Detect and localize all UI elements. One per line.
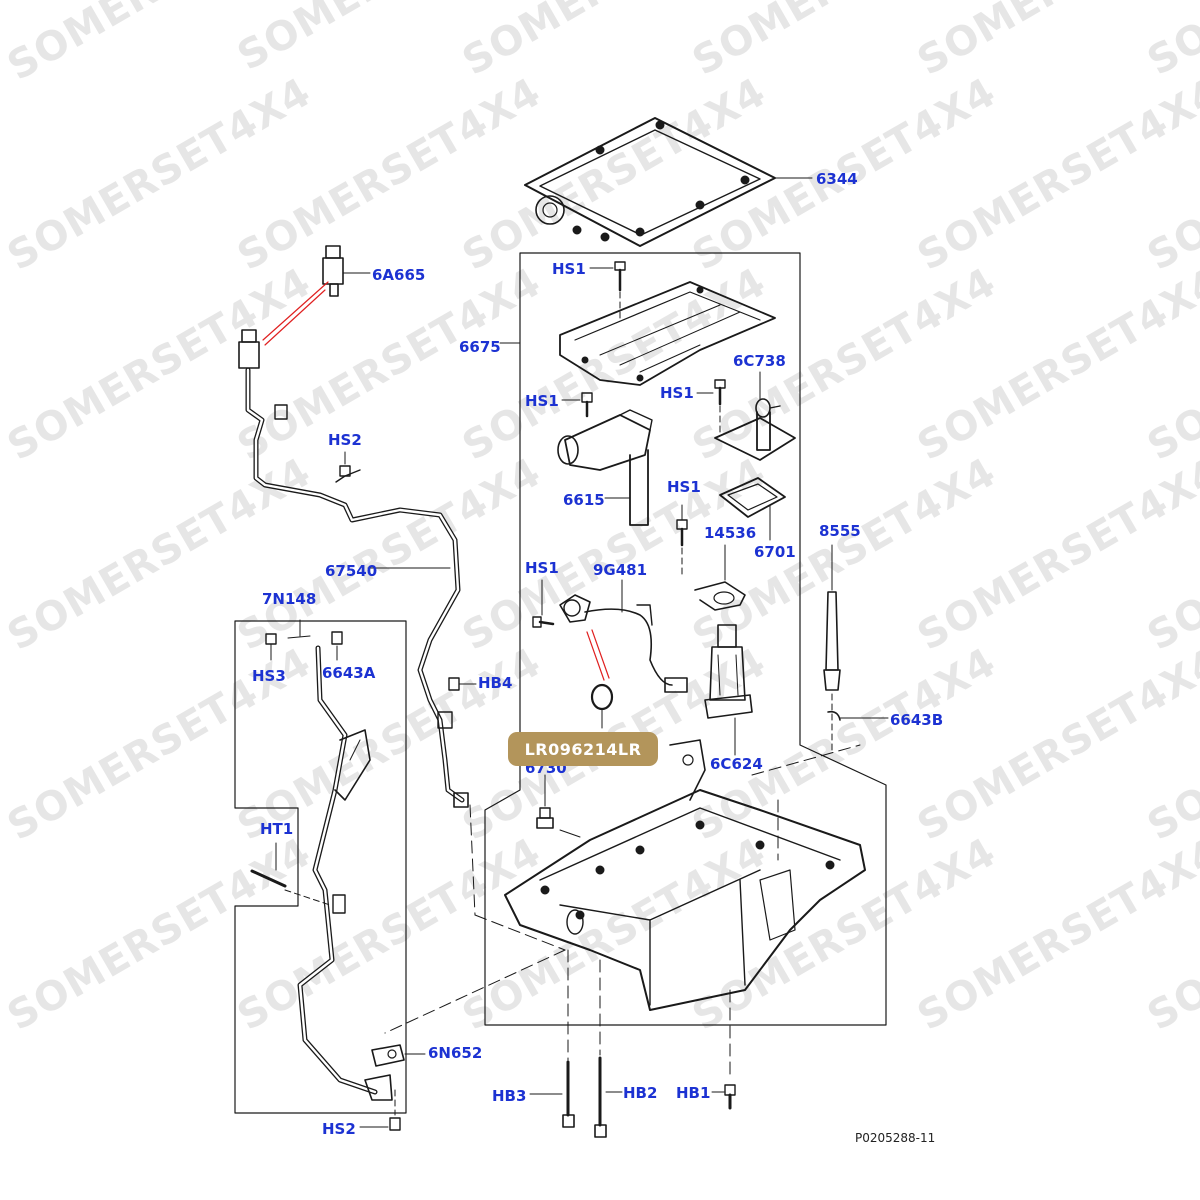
- callout-67540: 67540: [325, 562, 378, 580]
- seal-6643a: [331, 631, 343, 661]
- bolt-hb2: [594, 1056, 623, 1138]
- bolt-hs3: [265, 633, 277, 661]
- oil-feed-pipe-group-outline: [234, 620, 407, 1114]
- callout-hs2: HS2: [328, 431, 362, 449]
- part-number-badge[interactable]: LR096214LR: [508, 732, 658, 766]
- oil-drain-plug: [536, 774, 554, 829]
- callout-hs3: HS3: [252, 667, 286, 685]
- callout-hs1: HS1: [667, 478, 701, 496]
- callout-6344: 6344: [816, 170, 858, 188]
- gasket-6n652: [371, 1044, 426, 1067]
- callout-hs2: HS2: [322, 1120, 356, 1138]
- clip-hs2: [335, 451, 361, 483]
- stud-ht1: [250, 842, 331, 906]
- callout-hb4: HB4: [478, 674, 513, 692]
- highlight-leader-line: [591, 629, 610, 679]
- callout-6A665: 6A665: [372, 266, 426, 284]
- o-ring: [590, 683, 614, 711]
- bolt-hb4: [448, 677, 477, 691]
- screw-hs1: [696, 379, 726, 437]
- callout-hb2: HB2: [623, 1084, 658, 1102]
- assembly-line: [474, 914, 566, 951]
- screw-hs1: [676, 504, 688, 576]
- callout-8555: 8555: [819, 522, 861, 540]
- assembly-line: [469, 804, 476, 916]
- callout-hs1: HS1: [552, 260, 586, 278]
- callout-hs1: HS1: [525, 392, 559, 410]
- callout-9G481: 9G481: [593, 561, 648, 579]
- oil-pan-gasket: [524, 117, 813, 247]
- callout-14536: 14536: [704, 524, 757, 542]
- callout-hs1: HS1: [525, 559, 559, 577]
- figure-reference: P0205288-11: [855, 1131, 936, 1145]
- sensor-bracket: [694, 544, 746, 611]
- bolt-hs2: [359, 1089, 401, 1131]
- screw-hs1: [532, 579, 555, 628]
- highlight-leader-line: [586, 631, 605, 681]
- callout-6643A: 6643A: [322, 664, 376, 682]
- callout-6643B: 6643B: [890, 711, 944, 729]
- oil-pressure-sensor: [559, 579, 688, 693]
- oil-pan-group-outline: [484, 252, 887, 1026]
- callout-hb3: HB3: [492, 1087, 527, 1105]
- callout-6615: 6615: [563, 491, 605, 509]
- callout-hb1: HB1: [676, 1084, 711, 1102]
- callout-6C624: 6C624: [710, 755, 763, 773]
- assembly-line: [384, 949, 566, 1034]
- callout-hs1: HS1: [660, 384, 694, 402]
- screw-hs1: [589, 261, 626, 323]
- dipstick-tube: [823, 544, 889, 751]
- callout-6701: 6701: [754, 543, 796, 561]
- oil-return-pipe: [238, 329, 469, 808]
- bolt-hb3: [529, 1060, 575, 1128]
- cover-gasket: [719, 477, 786, 541]
- oil-pickup-tube: [557, 409, 653, 526]
- callout-6675: 6675: [459, 338, 501, 356]
- bolt-hb1: [711, 1084, 736, 1110]
- oil-feed-pipe: [287, 619, 393, 1101]
- assembly-line: [751, 744, 861, 776]
- oil-cover-plate: [714, 371, 796, 461]
- oil-level-sensor: [704, 624, 753, 756]
- callout-ht1: HT1: [260, 820, 294, 838]
- screw-hs1: [561, 392, 593, 418]
- turbo-oil-fitting: [262, 245, 371, 346]
- callout-6N652: 6N652: [428, 1044, 483, 1062]
- callout-6C738: 6C738: [733, 352, 786, 370]
- callout-7N148: 7N148: [262, 590, 317, 608]
- windage-tray: [559, 281, 776, 386]
- oil-pan-sump: [504, 739, 866, 1011]
